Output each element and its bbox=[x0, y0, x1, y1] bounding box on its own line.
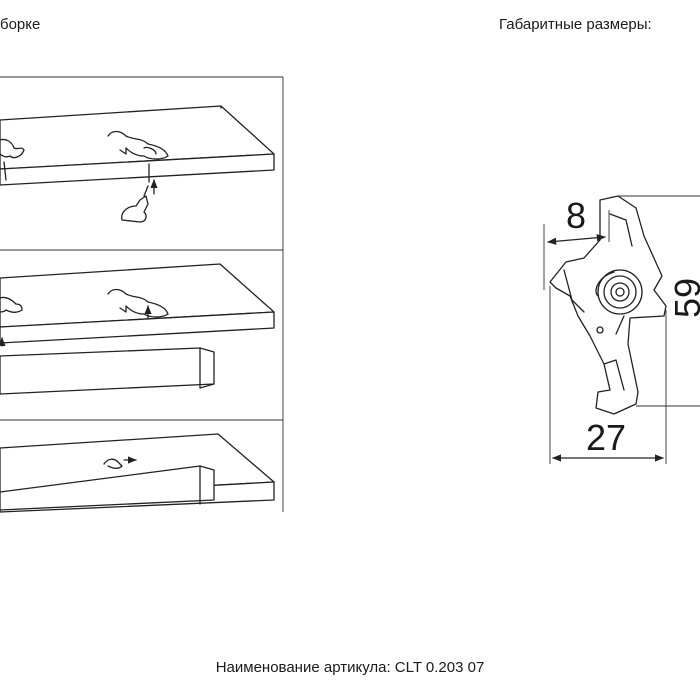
clip-dimension-drawing: 8 59 27 bbox=[543, 195, 700, 464]
screw-hole-icon bbox=[597, 269, 643, 315]
height-value: 59 bbox=[667, 278, 700, 318]
up-arrow-icon bbox=[0, 305, 152, 347]
lamp-profile-3 bbox=[0, 465, 215, 511]
step-3-slide-lock bbox=[0, 433, 275, 513]
width-value: 27 bbox=[586, 417, 626, 458]
clip-icon bbox=[103, 458, 123, 469]
lamp-profile-2 bbox=[0, 347, 215, 395]
shelf-panel-2 bbox=[0, 263, 275, 344]
step-2-attach-lamp bbox=[0, 263, 275, 395]
clip-icon bbox=[107, 288, 169, 318]
clip-icon bbox=[0, 296, 23, 313]
rivet-icon bbox=[596, 326, 604, 334]
dimensions-title: Габаритные размеры: bbox=[499, 16, 652, 33]
article-name: Наименование артикула: CLT 0.203 07 bbox=[215, 659, 485, 676]
dimension-height: 59 bbox=[618, 195, 700, 407]
hand-screwdriver-icon bbox=[121, 179, 158, 223]
dimension-depth: 8 bbox=[543, 195, 610, 290]
depth-value: 8 bbox=[566, 195, 586, 236]
assembly-instructions-title: борке bbox=[0, 16, 41, 33]
clip-icon bbox=[107, 130, 169, 160]
assembly-frame bbox=[0, 76, 284, 512]
dimension-width: 27 bbox=[549, 286, 667, 464]
step-1-mount-clips bbox=[0, 105, 275, 223]
clip-body bbox=[549, 195, 667, 415]
clip-icon bbox=[0, 138, 25, 159]
screw-icon bbox=[3, 161, 150, 183]
shelf-panel-1 bbox=[0, 105, 275, 186]
